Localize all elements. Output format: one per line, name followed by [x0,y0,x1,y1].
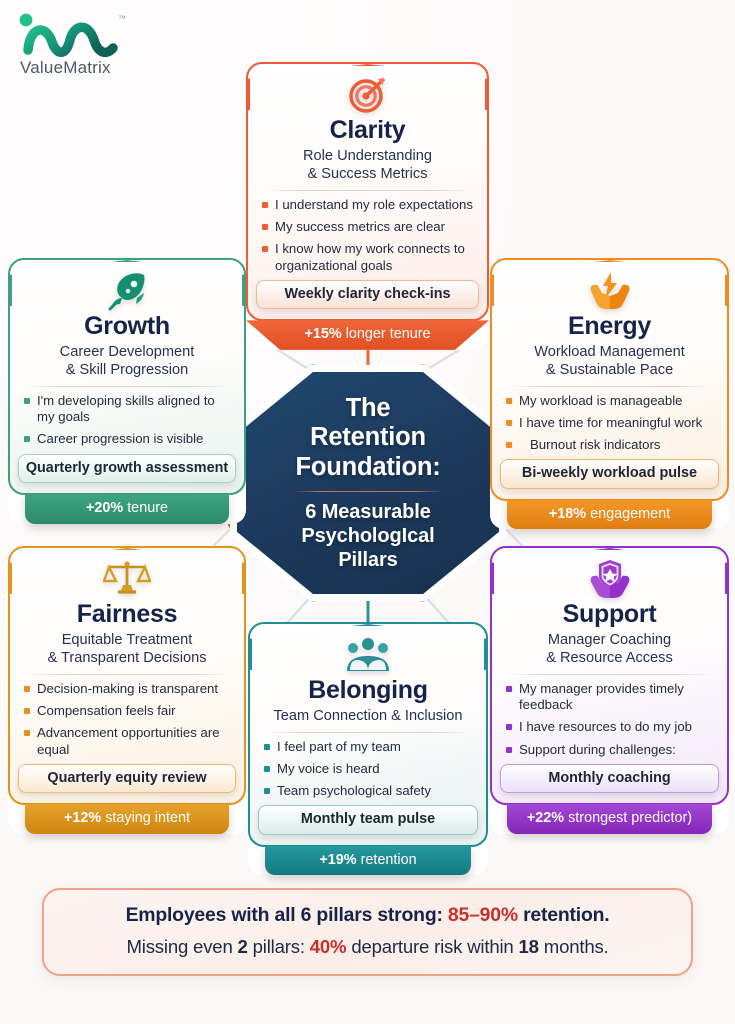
list-item: I have resources to do my job [504,719,715,736]
pillar-card-clarity[interactable]: Clarity Role Understanding & Success Met… [246,62,489,350]
metric-value: +20% [85,500,124,517]
pillar-item-list: My workload is manageable I have time fo… [504,393,715,454]
list-item: Advancement opportunities are equal [22,725,232,758]
list-item: Burnout risk indicators [504,437,715,454]
pillar-divider [264,189,471,191]
metric-label: retention [360,851,417,868]
pillar-card-support[interactable]: Support Manager Coaching & Resource Acce… [490,546,729,834]
list-item: I have time for meaningful work [504,415,715,432]
list-item: I understand my role expectations [260,197,475,214]
pillar-card-growth[interactable]: Growth Career Development & Skill Progre… [8,258,246,524]
pillar-divider [26,385,228,387]
list-item: My manager provides timely feedback [504,681,715,714]
pillar-item-list: My manager provides timely feedback I ha… [504,681,715,759]
list-item: I know how my work connects to organizat… [260,241,475,274]
pillar-subtitle: Equitable Treatment & Transparent Decisi… [47,631,207,666]
center-octagon: The Retention Foundation: 6 Measurable P… [237,372,499,594]
list-item: My workload is manageable [504,393,715,410]
center-title: The Retention Foundation: [295,393,441,481]
pillar-subtitle: Role Understanding & Success Metrics [303,147,432,182]
metric-label: engagement [590,505,671,522]
brand-name-part2: Matrix [63,58,111,77]
metric-label: tenure [127,500,168,517]
list-item: Team psychological safety [262,783,474,800]
list-item: My voice is heard [262,761,474,778]
list-item: I feel part of my team [262,739,474,756]
pillar-metric-ribbon: +20% tenure [24,494,230,524]
brand-name: ValueMatrix [20,58,154,78]
pillar-item-list: I feel part of my team My voice is heard… [262,739,474,800]
pillar-subtitle: Team Connection & Inclusion [273,707,463,724]
metric-label: strongest predictor) [568,810,693,827]
metric-value: +18% [548,505,587,522]
pillar-subtitle: Manager Coaching & Resource Access [546,631,673,666]
wave-m-logo-icon [18,13,118,58]
metric-label: longer tenure [345,326,431,343]
pillar-subtitle: Workload Management & Sustainable Pace [534,343,685,378]
pillar-subtitle: Career Development & Skill Progression [59,343,195,378]
pillar-title: Fairness [76,600,178,628]
pillar-title: Belonging [308,676,428,704]
pillar-action-chip[interactable]: Weekly clarity check-ins [256,279,479,310]
pillar-card-fairness[interactable]: Fairness Equitable Treatment & Transpare… [8,546,246,834]
banner-line-2: Missing even 2 pillars: 40% departure ri… [126,936,609,957]
center-subtitle: 6 Measurable PsychologIcal Pillars [301,501,435,572]
target-icon [260,74,475,116]
pillar-metric-ribbon: +22% strongest predictor) [506,804,713,834]
list-item: Compensation feels fair [22,703,232,720]
energy-hands-icon [504,270,715,312]
pillar-divider [266,731,470,733]
pillar-item-list: Decision-making is transparent Compensat… [22,681,232,759]
pillar-action-chip[interactable]: Quarterly growth assessment [18,453,236,484]
pillar-title: Support [562,600,657,628]
shield-hands-icon [504,558,715,600]
pillar-title: Energy [568,312,651,340]
people-group-icon [262,634,474,676]
center-divider [292,491,444,493]
pillar-metric-ribbon: +18% engagement [506,499,713,530]
list-item: My success metrics are clear [260,219,475,236]
list-item: Support during challenges: [504,742,715,759]
summary-banner: Employees with all 6 pillars strong: 85–… [42,888,693,976]
brand-name-part1: Value [20,58,64,77]
metric-label: staying intent [105,810,190,827]
retention-highlight: 85–90% [447,904,518,926]
scales-icon [22,558,232,600]
pillar-action-chip[interactable]: Quarterly equity review [18,763,236,794]
list-item: Decision-making is transparent [22,681,232,698]
pillar-title: Growth [84,312,170,340]
pillar-divider [508,673,711,675]
metric-value: +19% [319,851,357,868]
metric-value: +15% [304,326,342,343]
risk-highlight: 40% [309,936,347,957]
pillar-item-list: I'm developing skills aligned to my goal… [22,393,232,448]
list-item: Career progression is visible [22,431,232,448]
list-item: I'm developing skills aligned to my goal… [22,393,232,426]
pillar-divider [26,673,228,675]
metric-value: +12% [63,810,102,827]
pillar-metric-ribbon: +12% staying intent [24,804,230,834]
metric-value: +22% [526,810,565,827]
pillar-metric-ribbon: +15% longer tenure [246,320,489,350]
pillar-action-chip[interactable]: Monthly coaching [500,763,719,794]
pillar-title: Clarity [329,116,406,144]
brand-logo: ™ ValueMatrix [14,8,154,78]
pillar-metric-ribbon: +19% retention [264,845,472,876]
pillar-divider [508,385,711,387]
pillar-card-energy[interactable]: Energy Workload Management & Sustainable… [490,258,729,530]
pillar-item-list: I understand my role expectations My suc… [260,197,475,275]
trademark-symbol: ™ [118,14,126,23]
pillar-action-chip[interactable]: Bi-weekly workload pulse [500,459,719,489]
rocket-icon [22,270,232,312]
pillar-card-belonging[interactable]: Belonging Team Connection & Inclusion I … [248,622,488,876]
banner-line-1: Employees with all 6 pillars strong: 85–… [125,904,610,926]
pillar-action-chip[interactable]: Monthly team pulse [258,804,478,835]
